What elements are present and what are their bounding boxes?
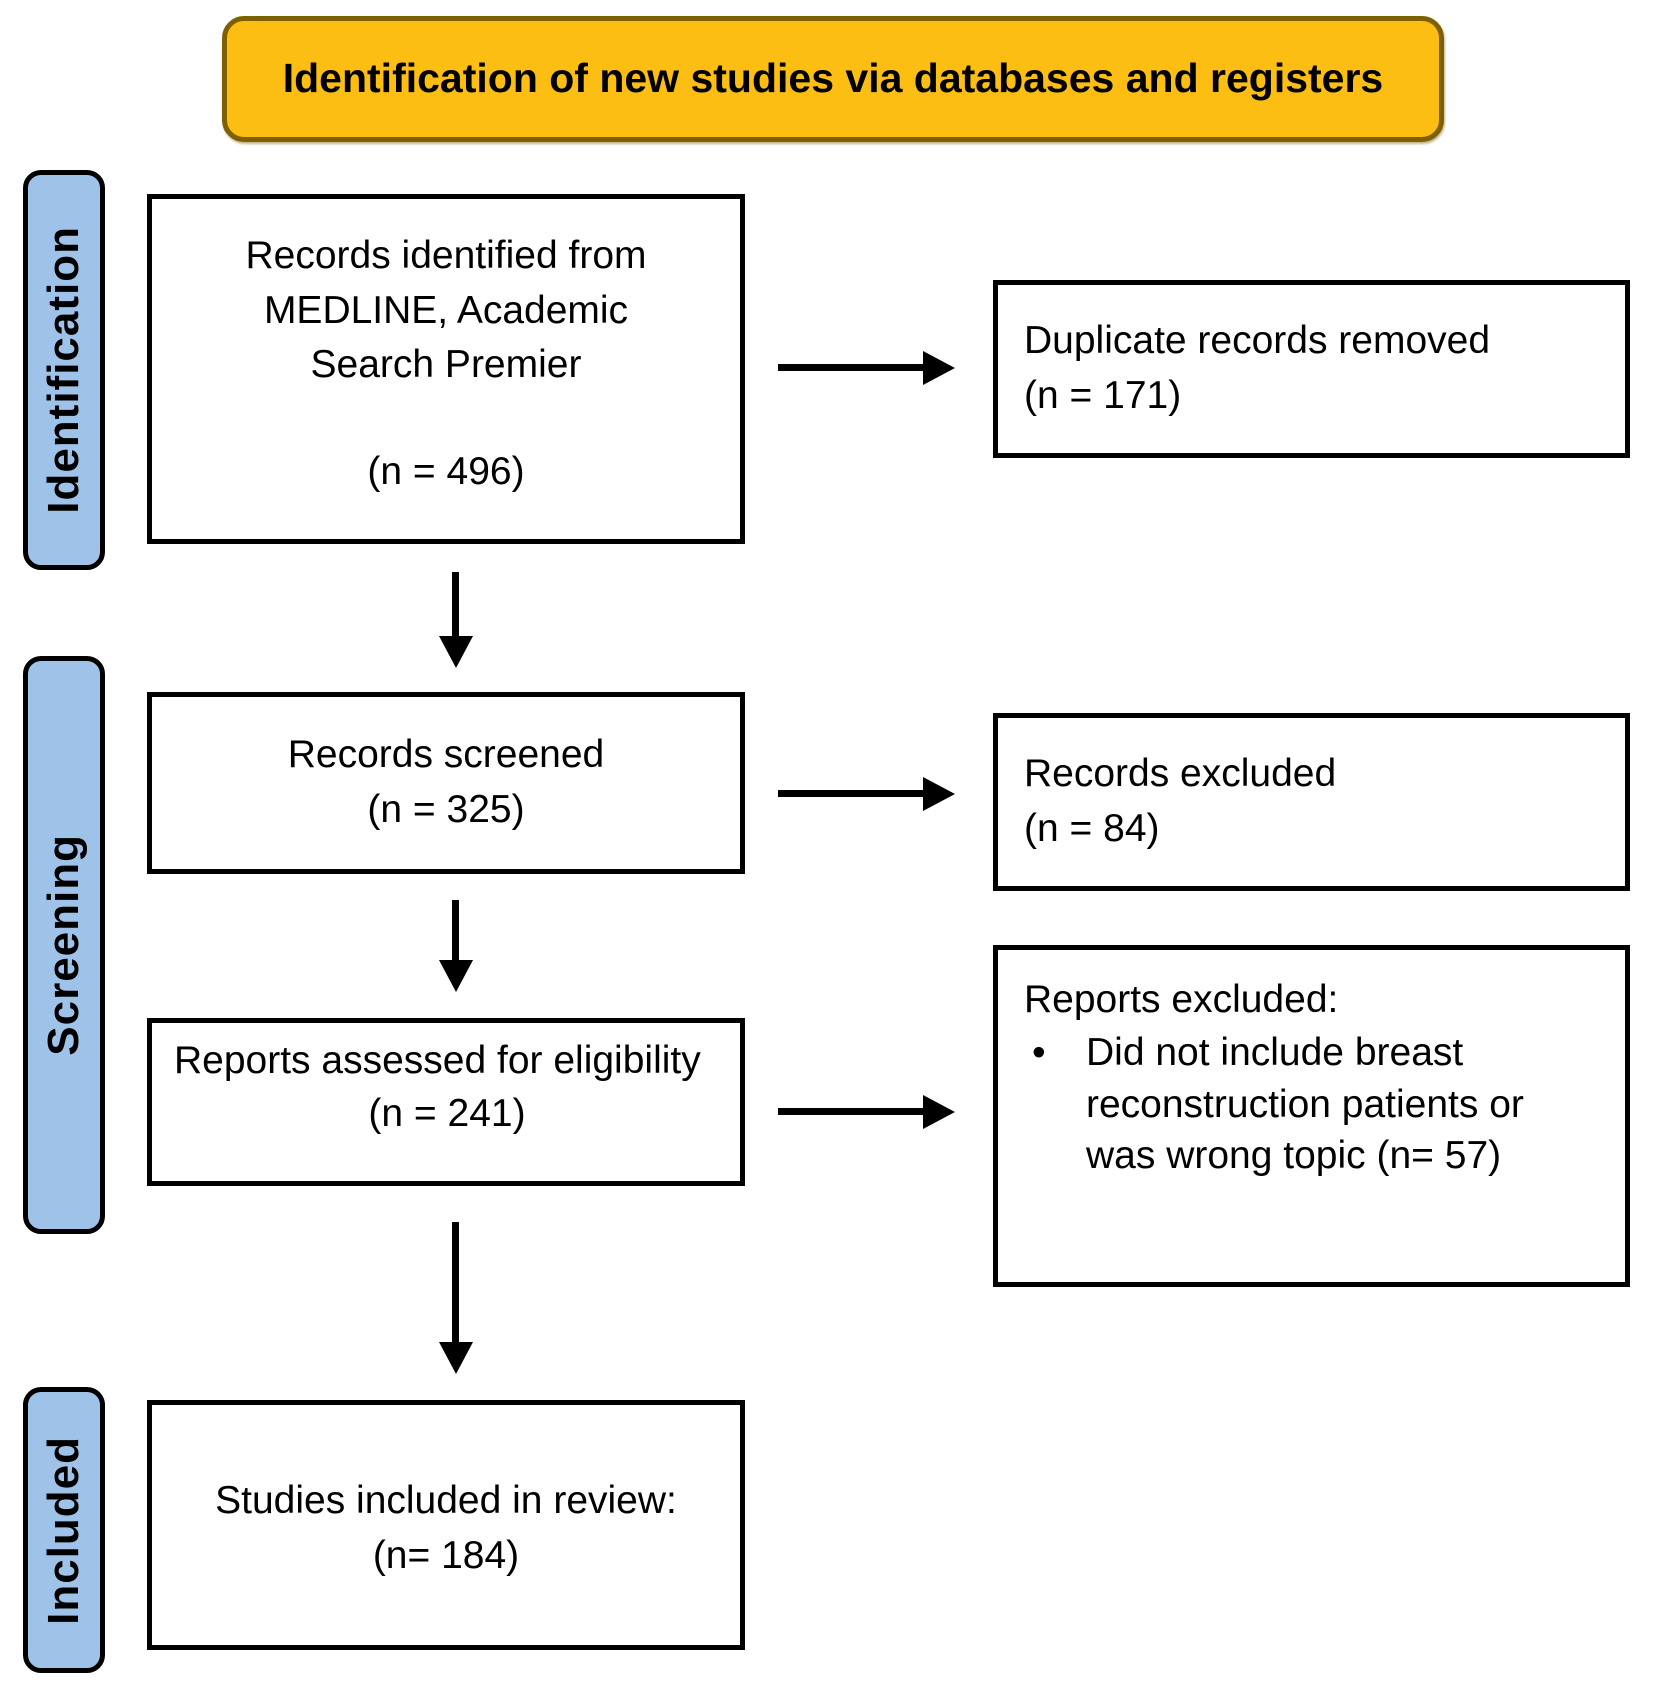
duplicates-removed-text: Duplicate records removed: [1024, 319, 1491, 363]
stage-bar-included: Included: [23, 1387, 105, 1673]
records-screened-text: Records screened: [287, 733, 605, 777]
arrow-right-icon: [778, 1108, 923, 1115]
records-identified-count: (n = 496): [367, 449, 525, 493]
records-identified-line: MEDLINE, Academic: [263, 288, 629, 332]
records-identified-line: Search Premier: [310, 343, 582, 387]
box-reports-assessed: Reports assessed for eligibility (n = 24…: [147, 1018, 745, 1186]
studies-included-text: Studies included in review:: [215, 1479, 677, 1523]
banner-title: Identification of new studies via databa…: [222, 16, 1444, 142]
reports-assessed-count: (n = 241): [368, 1092, 526, 1136]
arrow-down-icon: [452, 900, 459, 960]
reports-excluded-bullet-text: Did not include breast reconstruction pa…: [1086, 1031, 1524, 1178]
arrow-down-icon: [452, 1222, 459, 1342]
reports-excluded-title: Reports excluded:: [1024, 978, 1339, 1021]
box-reports-excluded: Reports excluded: • Did not include brea…: [993, 945, 1630, 1287]
records-screened-count: (n = 325): [367, 788, 525, 831]
records-excluded-text: Records excluded: [1024, 752, 1337, 796]
arrow-down-icon: [452, 572, 459, 636]
duplicates-removed-count: (n = 171): [1024, 374, 1182, 417]
records-excluded-count: (n = 84): [1024, 807, 1160, 850]
stage-bar-identification: Identification: [23, 170, 105, 570]
records-identified-line: Records identified from: [245, 234, 647, 277]
bullet-icon: •: [1032, 1031, 1046, 1075]
reports-excluded-bullet-item: • Did not include breast reconstruction …: [1024, 1027, 1603, 1181]
stage-label-included: Included: [39, 1435, 88, 1625]
studies-included-count: (n= 184): [372, 1534, 520, 1577]
box-records-identified: Records identified from MEDLINE, Academi…: [147, 194, 745, 544]
arrow-right-icon: [778, 364, 923, 371]
stage-label-identification: Identification: [39, 226, 88, 514]
arrow-right-icon: [778, 790, 923, 797]
box-records-screened: Records screened (n = 325): [147, 692, 745, 874]
box-studies-included: Studies included in review: (n= 184): [147, 1400, 745, 1650]
stage-bar-screening: Screening: [23, 656, 105, 1234]
reports-assessed-text: Reports assessed for eligibility: [174, 1039, 701, 1082]
box-duplicate-records-removed: Duplicate records removed (n = 171): [993, 280, 1630, 458]
box-records-excluded: Records excluded (n = 84): [993, 713, 1630, 891]
stage-label-screening: Screening: [39, 834, 88, 1056]
